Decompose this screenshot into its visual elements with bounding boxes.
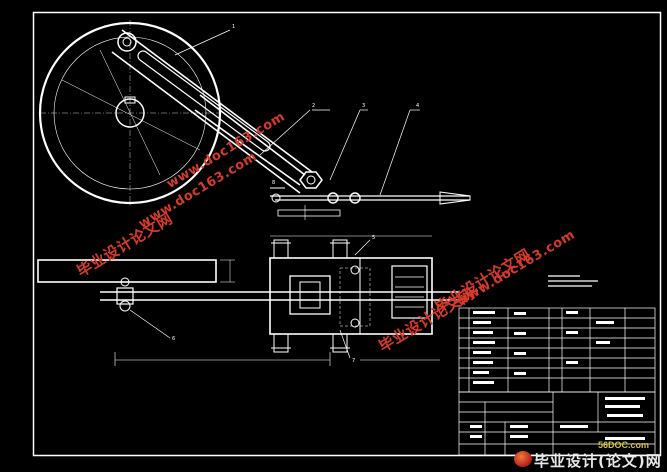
plan-view <box>37 235 460 366</box>
balloon-6: 6 <box>172 336 175 342</box>
leader-lines-upper <box>174 29 420 196</box>
joint-nut <box>299 171 323 189</box>
balloon-8: 8 <box>272 180 275 186</box>
connecting-rod <box>194 94 306 186</box>
parts-list <box>458 307 656 393</box>
balloon-5: 5 <box>372 235 375 241</box>
logo-ball-icon <box>514 451 532 467</box>
gearbox-housing <box>269 257 433 335</box>
logo-subtitle: 56DOC.com <box>598 440 650 450</box>
title-block <box>458 391 656 456</box>
balloon-2: 2 <box>312 103 315 109</box>
long-bar <box>37 259 217 283</box>
drawing-border <box>32 11 662 457</box>
site-logo: 56DOC.com 毕业设计(论文)网 <box>508 440 666 470</box>
slotted-link <box>111 29 313 194</box>
parts-list-entries <box>470 311 645 440</box>
crank-pin <box>117 32 137 52</box>
technical-notes <box>548 275 598 287</box>
balloon-4: 4 <box>416 103 419 109</box>
logo-title: 毕业设计(论文)网 <box>534 452 662 470</box>
balloon-1: 1 <box>232 24 235 30</box>
balloon-7: 7 <box>352 358 355 364</box>
balloon-3: 3 <box>362 103 365 109</box>
slider-rod <box>270 187 471 220</box>
